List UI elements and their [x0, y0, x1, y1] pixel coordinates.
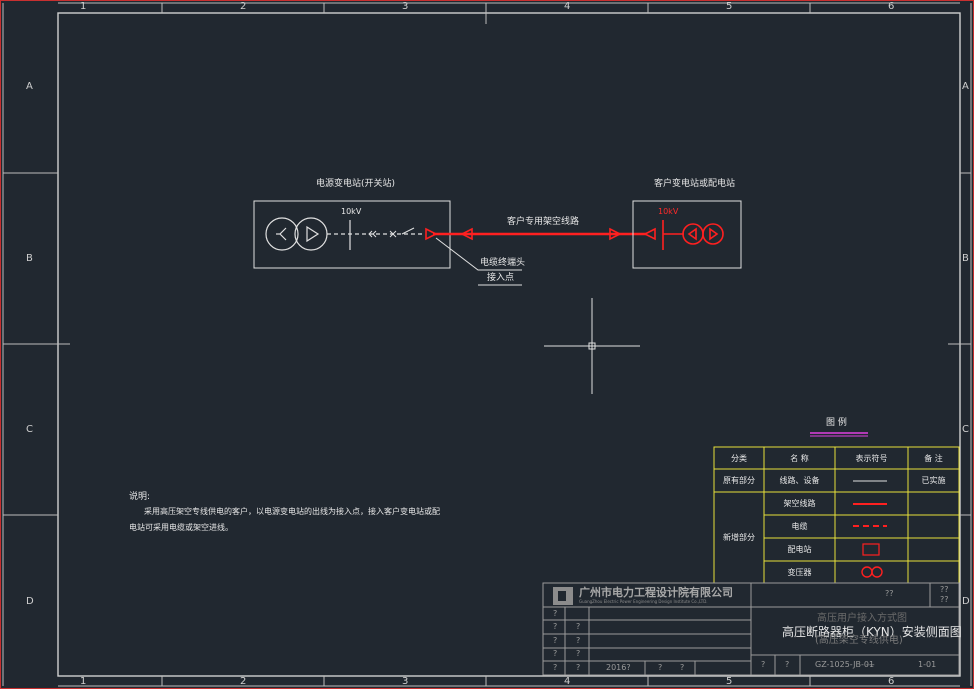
col-label-3-bottom: 3 [402, 676, 409, 687]
legend-header-symbol: 表示符号 [855, 453, 888, 463]
notes-heading: 说明: [129, 492, 151, 502]
title-qq-3: ?? [940, 595, 949, 604]
tb-q-r5d: ? [680, 663, 685, 672]
col-label-4-bottom: 4 [564, 676, 571, 687]
tb-q-r4b: ? [576, 649, 581, 658]
title-qq-1: ?? [885, 589, 894, 598]
col-label-6-bottom: 6 [888, 676, 895, 687]
tb-q-r6b: ? [785, 660, 790, 669]
col-label-5-bottom: 5 [726, 676, 733, 687]
tb-q-r2b: ? [576, 622, 581, 631]
crosshair-cursor [544, 298, 640, 394]
legend-existing-remark: 已实施 [921, 476, 946, 485]
access-point-leader [435, 237, 522, 271]
tb-q-r3b: ? [576, 636, 581, 645]
company-name-en: GuangZhou Electric Power Engineering Des… [579, 599, 708, 604]
col-label-5: 5 [726, 1, 733, 12]
line-label: 客户专用架空线路 [507, 217, 580, 227]
legend-item-transformer: 变压器 [787, 567, 812, 577]
legend-title: 图 例 [826, 418, 847, 428]
legend-transformer-symbol [861, 566, 883, 578]
source-station-label: 电源变电站(开关站) [316, 179, 396, 189]
tb-q-r5a: ? [553, 663, 558, 672]
row-label-a: A [26, 81, 33, 92]
legend-header-remark: 备 注 [924, 453, 943, 463]
drawing-title: 高压断路器柜（KYN）安装侧面图 [782, 625, 962, 639]
col-label-1: 1 [80, 1, 87, 12]
col-label-2-bottom: 2 [240, 676, 247, 687]
row-label-a-right: A [962, 81, 969, 92]
customer-station-box [632, 200, 742, 269]
tb-q-r6a: ? [761, 660, 766, 669]
source-transformer-symbol [265, 217, 425, 251]
company-name: 广州市电力工程设计院有限公司 [579, 586, 733, 599]
access-point-label-2: 接入点 [487, 273, 515, 283]
source-voltage-label: 10kV [341, 207, 362, 216]
legend-item-cable: 电缆 [791, 522, 808, 531]
legend-header-category: 分类 [731, 453, 747, 463]
tb-q-r4a: ? [553, 649, 558, 658]
col-label-2: 2 [240, 1, 247, 12]
row-label-c-right: C [962, 424, 969, 435]
col-label-4: 4 [564, 1, 571, 12]
customer-transformer-symbol [662, 220, 724, 250]
col-label-3: 3 [402, 1, 409, 12]
tb-q-r1: ? [553, 609, 558, 618]
row-label-b-right: B [962, 253, 969, 264]
title-block [542, 582, 960, 676]
access-point-label-1: 电缆终端头 [480, 258, 526, 268]
col-label-6: 6 [888, 1, 895, 12]
tb-q-r5c: ? [658, 663, 663, 672]
tb-dashes: --- [866, 660, 875, 669]
switch-symbol [368, 227, 415, 238]
row-label-b: B [26, 253, 33, 264]
row-label-d-right: D [962, 596, 970, 607]
cable-termination-symbols [425, 227, 656, 241]
row-label-d: D [26, 596, 34, 607]
legend-header-name: 名 称 [790, 453, 809, 463]
legend-existing-name: 线路、设备 [779, 476, 820, 485]
legend-item-overhead: 架空线路 [783, 499, 816, 508]
tb-q-r2a: ? [553, 622, 558, 631]
row-label-c: C [26, 424, 33, 435]
overlap-title: 高压用户接入方式图 [817, 613, 907, 624]
notes-line-2: 电站可采用电缆或架空进线。 [129, 523, 233, 532]
tb-q-r5b: ? [576, 663, 581, 672]
col-label-1-bottom: 1 [80, 676, 87, 687]
customer-station-label: 客户变电站或配电站 [654, 179, 736, 189]
legend-item-station: 配电站 [787, 545, 812, 554]
drawing-number: GZ-1025-JB-01 [815, 660, 875, 669]
notes-line-1: 采用高压架空专线供电的客户，以电源变电站的出线为接入点，接入客户变电站或配 [144, 507, 440, 516]
legend-station-symbol [862, 543, 880, 556]
customer-voltage-label: 10kV [658, 207, 679, 216]
tb-q-r3a: ? [553, 636, 558, 645]
drawing-subtitle: (高压架空专线供电) [815, 635, 903, 646]
tb-year: 2016? [606, 663, 631, 672]
sheet-number: 1-01 [918, 660, 937, 669]
legend-existing-category: 原有部分 [723, 476, 755, 485]
legend-new-category: 新增部分 [723, 533, 755, 542]
title-qq-2: ?? [940, 585, 949, 594]
